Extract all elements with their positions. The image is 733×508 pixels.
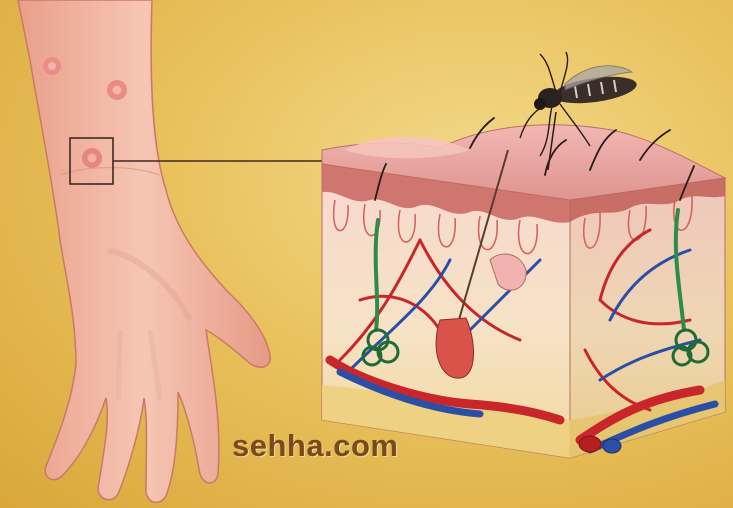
skin-cross-section: [322, 118, 725, 458]
watermark-text: sehha.com: [232, 428, 398, 464]
